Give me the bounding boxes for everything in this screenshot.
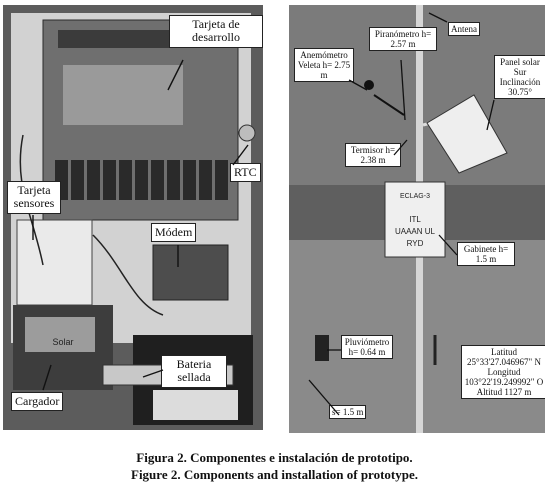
label-coordenadas: Latitud 25°33'27.046967" N Longitud 103°… [461, 345, 545, 400]
label-panel: Panel solar Sur Inclinación 30.75° [494, 55, 545, 100]
label-bateria: Bateria sellada [161, 355, 227, 388]
label-tarjeta-sensores: Tarjeta sensores [7, 181, 61, 214]
label-modem: Módem [151, 223, 197, 243]
components-arrows [32, 59, 249, 391]
label-termisor: Termisor h= 2.38 m [345, 143, 401, 168]
label-rtc: RTC [230, 163, 261, 183]
enclosure-line-1: ECLAG-3 [400, 193, 430, 200]
components-photo: Solar Tarjeta de desarrollo RTC Tarjeta … [3, 5, 263, 430]
label-anemometro: Anemómetro Veleta h= 2.75 m [294, 48, 354, 83]
label-gabinete: Gabinete h= 1.5 m [457, 242, 515, 267]
caption-english: Figure 2. Components and installation of… [131, 467, 418, 482]
label-tarjeta-desarrollo: Tarjeta de desarrollo [169, 15, 263, 48]
enclosure-line-3: UAAAN UL [395, 227, 436, 236]
enclosure-line-4: RYD [407, 239, 424, 248]
label-pluviometro: Pluviómetro h= 0.64 m [341, 335, 393, 360]
label-distancia: s= 1.5 m [329, 405, 367, 420]
installation-arrows [308, 12, 495, 416]
installation-photo: ECLAG-3 ITL UAAAN UL RYD Antena Piranóme… [289, 5, 545, 433]
components-photo-drawing: Solar [3, 5, 263, 430]
label-antena: Antena [448, 22, 480, 37]
installation-photo-drawing: ECLAG-3 ITL UAAAN UL RYD [289, 5, 545, 433]
enclosure-line-2: ITL [409, 215, 421, 224]
label-cargador: Cargador [11, 392, 64, 412]
caption-spanish: Figura 2. Componentes e instalación de p… [136, 450, 413, 465]
charger-brand: Solar [52, 337, 73, 347]
label-piranometro: Piranómetro h= 2.57 m [369, 27, 437, 52]
